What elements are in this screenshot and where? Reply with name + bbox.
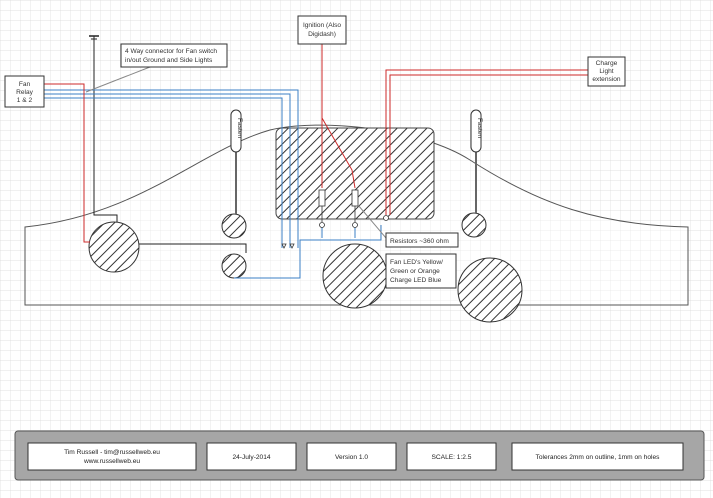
wire-red-relay [44,83,90,243]
switch-left [230,109,242,153]
title-tolerances: Tolerances 2mm on outline, 1mm on holes [536,454,661,461]
charge-terminal [383,215,389,221]
resistor-1 [318,189,326,207]
led-note-line-2: Green or Orange [390,268,440,275]
gauge-hole-center [322,243,388,309]
ignition-label-1: Ignition (Also [303,22,341,29]
title-author: Tim Russell - tim@russellweb.eu [64,449,160,456]
resistors-leader [357,204,387,239]
title-scale: SCALE: 1:2.5 [432,454,472,461]
wire-blue-3 [44,97,283,248]
charge-light-label-3: extension [592,76,621,83]
resistors-box [385,232,459,248]
gauge-hole-right-small [461,212,487,238]
connector-note-box [120,43,228,68]
fan-relay-label-2: Relay [16,89,34,96]
led-note-line-3: Charge LED Blue [390,277,442,284]
led-note-box [385,253,457,289]
title-tolerances-cell [511,442,684,471]
title-website: www.russellweb.eu [83,458,140,465]
wire-red-charge [385,69,590,215]
fan-relay-label-1: Fan [19,81,31,88]
wire-blue-1 [44,89,299,248]
resistor-2 [351,189,359,207]
wire-blue-return [234,225,382,279]
led-2 [289,243,295,249]
connector-note-leader [85,66,151,93]
title-scale-cell [406,442,497,471]
switch-left-label: Fasten [236,118,243,138]
ignition-label-2: Digidash) [308,31,336,38]
charge-light-label-1: Charge [596,60,618,67]
wire-red-ignition-branch [321,117,356,189]
resistors-label: Resistors ~360 ohm [390,238,449,245]
title-date: 24-July-2014 [232,454,270,461]
title-author-cell [27,442,197,471]
charge-light-label-2: Light [599,68,613,75]
wire-ground [93,110,118,222]
led-1 [281,243,287,249]
gauge-hole-small-lower [221,253,247,279]
led-terminal-1 [319,222,325,228]
wire-red-charge-2 [389,74,590,215]
fan-relay-box [4,75,45,108]
gauge-hole-right-large [457,257,523,323]
charge-light-box [587,56,626,87]
title-version: Version 1.0 [335,454,368,461]
wire-gauge-link [139,243,247,253]
wire-blue-2 [44,93,291,248]
switch-right [470,109,482,153]
gauge-hole-small-upper [221,213,247,239]
connector-note-line-2: in/out Ground and Side Lights [125,57,213,64]
gauge-hole-large-left [88,221,140,273]
led-note-line-1: Fan LED's Yellow/ [390,259,443,266]
connector-note-line-1: 4 Way connector for Fan switch [125,48,217,55]
fan-relay-label-3: 1 & 2 [17,97,33,104]
title-date-cell [206,442,297,471]
ignition-box [297,15,347,45]
title-version-cell [306,442,397,471]
switch-right-label: Fasten [476,118,483,138]
led-terminal-2 [352,222,358,228]
